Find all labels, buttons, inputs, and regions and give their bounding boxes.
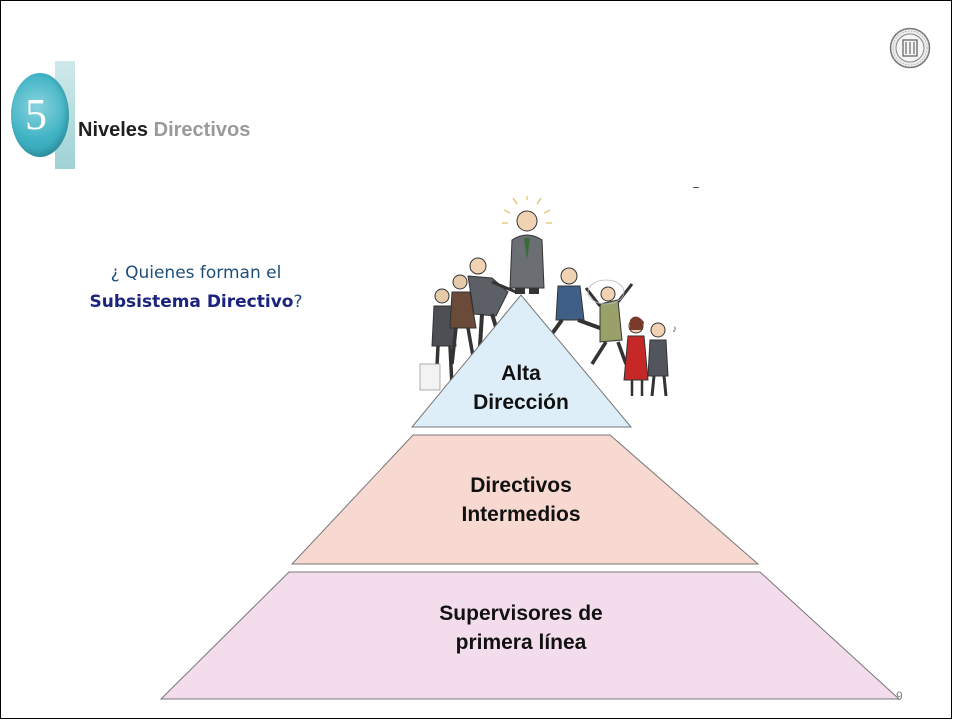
flailing-figure — [584, 279, 634, 365]
question-suffix: ? — [293, 292, 303, 312]
tier-bottom-label: Supervisores de primera línea — [371, 599, 671, 657]
title-gray: Directivos — [153, 119, 251, 141]
right-kicker-figure — [544, 267, 601, 344]
question-line-1: ¿ Quienes forman el — [110, 263, 282, 283]
section-number-badge: 5 — [9, 61, 75, 169]
badge-circle — [11, 73, 69, 157]
svg-text:♪: ♪ — [672, 324, 677, 335]
section-number: 5 — [25, 90, 47, 139]
tier-top-line1: Alta — [501, 362, 541, 385]
pyramid-tier-middle — [290, 434, 760, 565]
slide-title: Niveles Directivos — [78, 119, 250, 142]
pyramid-tier-top — [410, 294, 633, 428]
tier-top-label: Alta Dirección — [441, 359, 601, 417]
second-left-figure — [449, 274, 477, 365]
far-left-figure — [419, 288, 457, 391]
tier-bottom-line2: primera línea — [455, 631, 587, 654]
pyramid-tier-bottom — [159, 571, 901, 700]
far-right-figure: ♪ — [647, 322, 677, 397]
woman-figure — [623, 316, 649, 396]
title-bold: Niveles — [78, 119, 149, 141]
question-text: ¿ Quienes forman el Subsistema Directivo… — [61, 259, 331, 317]
question-line-2: Subsistema Directivo? — [61, 288, 331, 317]
page-number: 9 — [896, 689, 903, 703]
university-seal-icon — [889, 27, 931, 69]
tier-bottom-line1: Supervisores de — [439, 602, 603, 625]
tier-middle-line1: Directivos — [470, 474, 572, 497]
question-strong: Subsistema Directivo — [89, 292, 294, 312]
stray-dash — [693, 187, 699, 188]
tier-top-line2: Dirección — [473, 391, 569, 414]
tier-middle-line2: Intermedios — [461, 503, 581, 526]
boss-figure — [509, 210, 545, 294]
tier-middle-label: Directivos Intermedios — [411, 471, 631, 529]
sparkle-lines-icon — [502, 196, 552, 224]
